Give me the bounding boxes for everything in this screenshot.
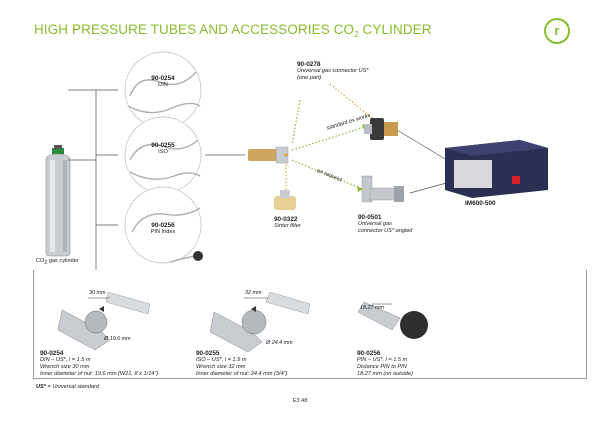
tube-circles — [124, 51, 203, 264]
measure-label: 30 mm — [89, 290, 106, 296]
detail-line2: Wrench size 30 mm — [40, 364, 90, 371]
sinter-name: Sinter filter — [274, 223, 301, 229]
connector-desc-line1: Universal gas connector US* — [297, 68, 369, 74]
detail-block-iso: 90-0255 ISO – US*, l = 1.5 m Wrench size… — [196, 350, 346, 378]
details-panel — [33, 270, 587, 379]
device-label: IM600-500 — [465, 200, 496, 207]
connector-lines — [68, 89, 456, 270]
tube-label-din: 90-0254 DIN — [138, 75, 188, 89]
title-tail: CYLINDER — [358, 22, 432, 37]
cylinder-label-post: gas cylinder — [47, 258, 79, 264]
cylinder-label: CO2 gas cylinder — [36, 258, 79, 267]
wrench-illustrations — [57, 291, 428, 353]
footnote-text: = Universal standard — [45, 384, 99, 390]
sinter-code: 90-0322 — [274, 216, 298, 223]
cylinder-label-sub: 2 — [44, 260, 48, 267]
title-main: HIGH PRESSURE TUBES AND ACCESSORIES CO — [34, 22, 355, 37]
measure-label: 18.27 mm — [360, 305, 384, 311]
page-title: HIGH PRESSURE TUBES AND ACCESSORIES CO2 … — [34, 22, 432, 39]
connector-code: 90-0501 — [358, 214, 382, 221]
measure-label: Ø 19.6 mm — [104, 336, 131, 342]
connector-desc-line2: connector US* angled — [358, 228, 413, 235]
detail-code: 90-0256 — [357, 350, 381, 357]
dotted-arrows — [285, 83, 373, 200]
tube-name: PIN Index — [150, 229, 176, 235]
detail-line1: ISO – US*, l = 1.5 m — [196, 357, 247, 363]
connector-desc-line1: Universal gas — [358, 221, 392, 227]
page-number: E3.48 — [292, 398, 308, 404]
brand-logo: r — [544, 18, 570, 44]
tube-code-arrows — [99, 306, 256, 312]
tube-code: 90-0255 — [151, 142, 175, 149]
connector-straight-label: 90-0278 Universal gas connector US* (one… — [297, 61, 397, 82]
cylinder-label-pre: CO — [36, 258, 45, 264]
connector-straight-illustration — [364, 118, 398, 140]
connector-code: 90-0278 — [297, 61, 321, 68]
measure-label: Ø 24.4 mm — [266, 340, 293, 346]
detail-code: 90-0254 — [40, 350, 64, 357]
detail-line2: Wrench size 32 mm — [196, 364, 246, 371]
footnote-key: US* — [36, 384, 46, 390]
detail-line1: DIN – US*, l = 1.5 m — [40, 357, 91, 363]
tube-name: DIN — [158, 82, 168, 88]
tube-label-pin: 90-0256 PIN Index — [138, 222, 188, 236]
measure-lines — [88, 297, 392, 305]
tube-code: 90-0256 — [151, 222, 175, 229]
detail-line3: Inner diameter of nut: 24.4 mm (3/4") — [196, 371, 288, 378]
co2-cylinder-illustration — [45, 145, 71, 257]
detail-line1: PIN – US*, l = 1.5 m — [357, 357, 408, 363]
tube-code: 90-0254 — [151, 75, 175, 82]
detail-line2: Distance PIN to PIN — [357, 364, 407, 371]
sinter-filter-illustration — [274, 190, 296, 210]
tube-label-iso: 90-0255 ISO — [138, 142, 188, 156]
detail-block-pin: 90-0256 PIN – US*, l = 1.5 m Distance PI… — [357, 350, 507, 378]
detail-code: 90-0255 — [196, 350, 220, 357]
connector-desc-line2: (one part) — [297, 75, 322, 82]
connector-angled-illustration — [361, 175, 404, 203]
detail-line3: Inner diameter of nut: 19.6 mm (W21, 8 x… — [40, 371, 159, 378]
detail-block-din: 90-0254 DIN – US*, l = 1.5 m Wrench size… — [40, 350, 190, 378]
logo-letter: r — [554, 23, 560, 38]
central-fitting — [248, 146, 289, 164]
title-subscript: 2 — [354, 30, 359, 39]
footnote: US* = Universal standard — [36, 384, 99, 391]
measure-label: 32 mm — [245, 290, 262, 296]
connector-angled-label: 90-0501 Universal gas connector US* angl… — [358, 214, 448, 235]
sinter-filter-label: 90-0322 Sinter filter — [274, 216, 334, 230]
tube-name: ISO — [158, 149, 168, 155]
device-illustration — [445, 140, 548, 198]
detail-line3: 18.27 mm (on outside) — [357, 371, 413, 378]
